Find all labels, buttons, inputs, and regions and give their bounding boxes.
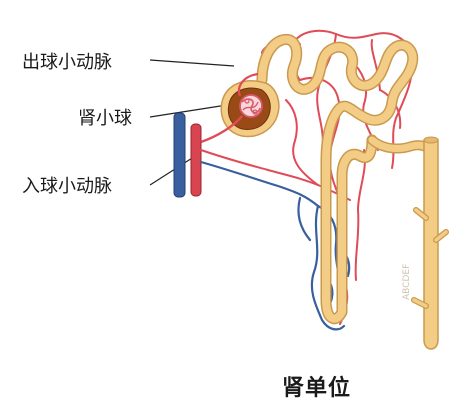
diagram-caption: 肾单位 xyxy=(282,376,352,401)
afferent-arteriole xyxy=(200,115,243,144)
efferent-leader-line xyxy=(149,59,235,67)
renal-artery xyxy=(190,123,202,197)
label-glomerulus: 肾小球 xyxy=(78,108,132,129)
collecting-duct xyxy=(411,136,449,350)
efferent-arteriole xyxy=(237,72,259,97)
watermark: ABCDEF xyxy=(402,263,412,300)
renal-vein xyxy=(173,112,186,198)
label-efferent-arteriole: 出球小动脉 xyxy=(22,52,112,73)
glomerulus-knot xyxy=(239,94,263,118)
renal-vessels xyxy=(173,112,202,198)
label-afferent-arteriole: 入球小动脉 xyxy=(22,176,112,197)
